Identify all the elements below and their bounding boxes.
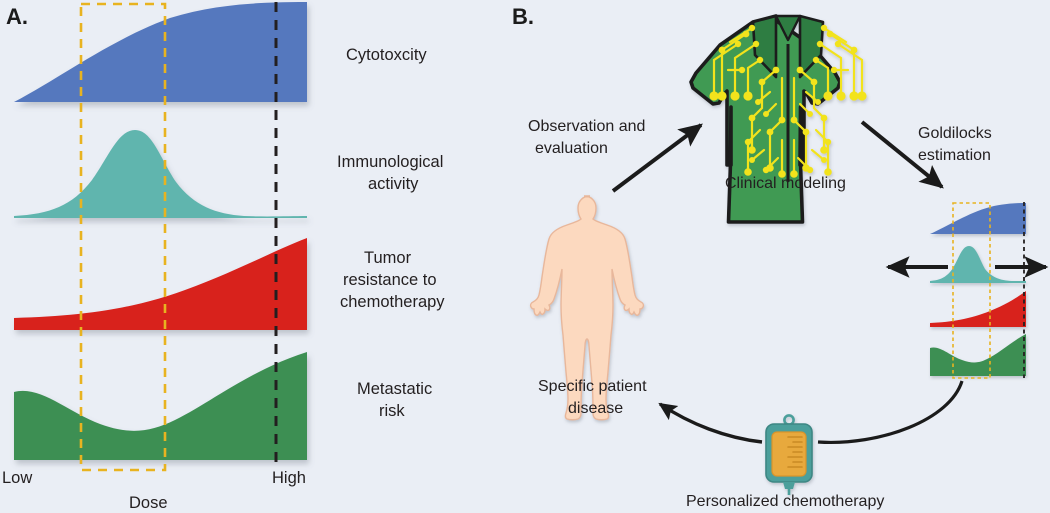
label-metastatic-line2: risk — [379, 402, 405, 420]
goldilocks-arrow — [860, 120, 944, 189]
observation-arrow — [611, 123, 703, 193]
label-tumor-resistance-line2: resistance to — [343, 271, 437, 289]
outcome-arrow — [658, 402, 763, 444]
label-immunological-line1: Immunological — [337, 153, 443, 171]
axis-title-dose: Dose — [129, 494, 168, 512]
lab-coat-circuit-icon — [689, 14, 867, 224]
label-immunological-line2: activity — [368, 175, 419, 193]
goldilocks-label-line1: Goldilocks — [918, 125, 992, 142]
curve-immunological-activity — [14, 130, 307, 218]
treatment-arrow — [817, 380, 964, 445]
iv-bag-graduations — [787, 436, 803, 468]
clinical-modeling-caption: Clinical modeling — [725, 175, 846, 192]
iv-bag-port — [783, 482, 795, 489]
label-tumor-resistance-line3: chemotherapy — [340, 293, 445, 311]
label-cytotoxicity: Cytotoxcity — [346, 46, 427, 64]
patient-caption-line1: Specific patient — [538, 378, 647, 395]
metastatic-risk-area — [14, 352, 307, 460]
immunological-activity-area — [14, 130, 307, 218]
curve-metastatic-risk — [14, 352, 307, 460]
panel-a: A. Cytotoxcity Immunological activity Tu… — [2, 2, 445, 512]
axis-tick-high: High — [272, 469, 306, 487]
mini-metastatic-area — [930, 334, 1026, 376]
cytotoxicity-area — [14, 2, 307, 102]
chemotherapy-caption: Personalized chemotherapy — [686, 493, 884, 510]
goldilocks-window-marker — [79, 2, 167, 472]
goldilocks-label-line2: estimation — [918, 147, 991, 164]
label-tumor-resistance-line1: Tumor — [364, 249, 412, 267]
iv-bag-fluid — [771, 431, 807, 477]
tumor-resistance-area — [14, 238, 307, 330]
mini-immunological-area — [930, 246, 1026, 283]
mini-cytotoxicity-area — [930, 203, 1026, 234]
observation-label-line1: Observation and — [528, 118, 645, 135]
patient-icon — [529, 195, 645, 421]
curve-tumor-resistance — [14, 238, 307, 330]
circuit-nodes — [709, 24, 867, 178]
mini-goldilocks-window-box — [952, 202, 991, 379]
observation-label-line2: evaluation — [535, 140, 608, 157]
panel-b-letter: B. — [512, 4, 534, 29]
curve-cytotoxicity — [14, 2, 307, 102]
panel-a-letter: A. — [6, 4, 28, 29]
mini-dose-response-chart-icon — [885, 202, 1049, 379]
label-metastatic-line1: Metastatic — [357, 380, 432, 398]
axis-tick-low: Low — [2, 469, 32, 487]
mini-tumor-resistance-area — [930, 291, 1026, 327]
panel-b: B. Specific patient disease — [512, 4, 1049, 510]
iv-bag-icon — [765, 414, 813, 495]
patient-caption-line2: disease — [568, 400, 623, 417]
goldilocks-window-box — [79, 2, 167, 472]
